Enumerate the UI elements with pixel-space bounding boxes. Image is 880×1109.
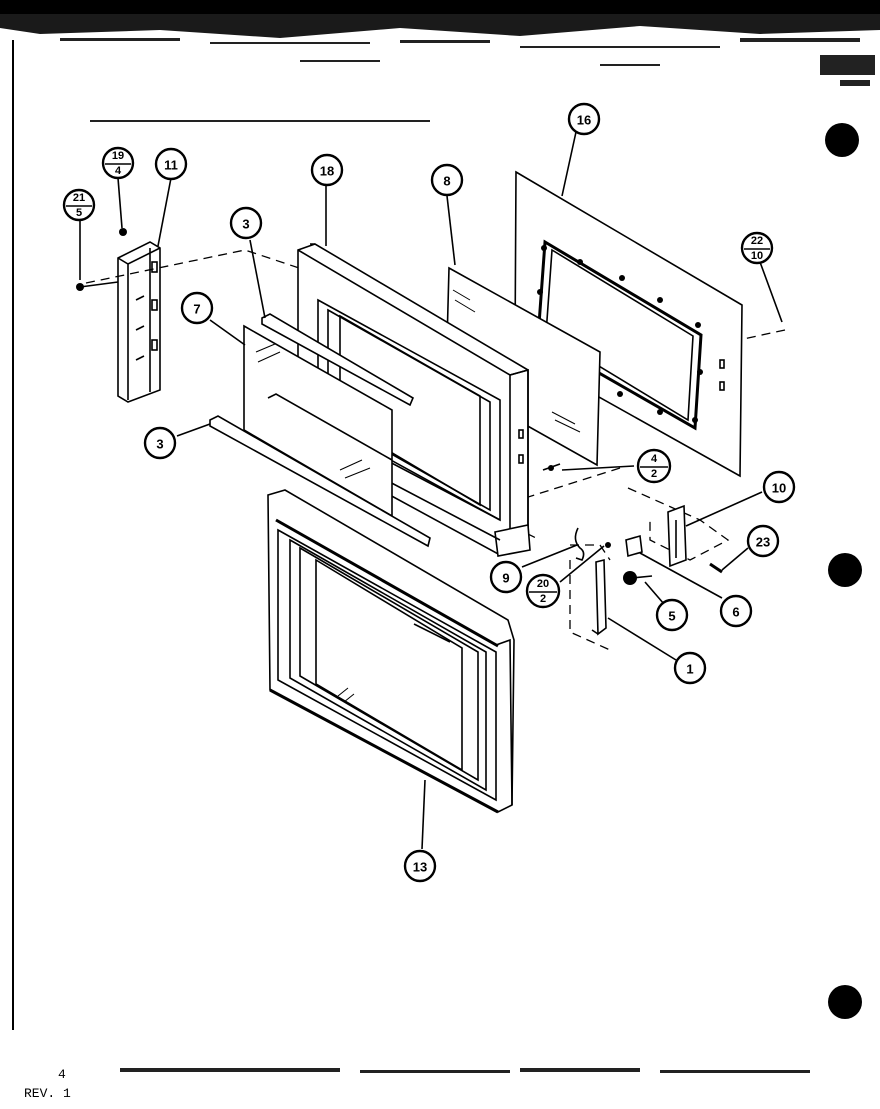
callout-1: 1 bbox=[673, 651, 707, 685]
callout-19-4: 19 4 bbox=[101, 146, 135, 180]
scan-noise-top bbox=[0, 0, 880, 122]
callout-label: 16 bbox=[577, 113, 591, 128]
binder-hole bbox=[828, 985, 862, 1019]
callout-denominator: 10 bbox=[751, 250, 763, 262]
callout-denominator: 5 bbox=[76, 207, 82, 219]
callout-numerator: 20 bbox=[537, 578, 549, 590]
callout-label: 3 bbox=[242, 217, 249, 232]
callout-denominator: 2 bbox=[651, 468, 657, 480]
callout-20-2: 20 2 bbox=[525, 573, 561, 609]
channel-part-3-lower bbox=[209, 415, 431, 548]
revision-label: REV. 1 bbox=[24, 1086, 71, 1101]
scan-noise-bottom bbox=[120, 1068, 810, 1073]
callout-8: 8 bbox=[430, 163, 464, 197]
callout-numerator: 4 bbox=[651, 453, 658, 465]
callout-22-10: 22 10 bbox=[740, 231, 774, 265]
callout-label: 7 bbox=[193, 302, 200, 317]
callout-label: 9 bbox=[502, 571, 509, 586]
callout-16: 16 bbox=[567, 102, 601, 136]
callout-5: 5 bbox=[655, 598, 689, 632]
callout-7: 7 bbox=[180, 291, 214, 325]
callout-denominator: 2 bbox=[540, 593, 546, 605]
callout-label: 5 bbox=[668, 609, 675, 624]
outer-frame-part-13 bbox=[267, 489, 515, 814]
callout-label: 11 bbox=[164, 158, 178, 173]
callout-label: 23 bbox=[756, 535, 770, 550]
callout-6: 6 bbox=[719, 594, 753, 628]
callout-numerator: 21 bbox=[73, 192, 85, 204]
callout-numerator: 22 bbox=[751, 235, 763, 247]
callout-label: 6 bbox=[732, 605, 739, 620]
callout-18: 18 bbox=[310, 153, 344, 187]
callout-label: 1 bbox=[686, 662, 693, 677]
callout-3-lower: 3 bbox=[143, 426, 177, 460]
callout-10: 10 bbox=[762, 470, 796, 504]
callout-label: 18 bbox=[320, 164, 334, 179]
callout-label: 10 bbox=[772, 481, 786, 496]
callout-23: 23 bbox=[746, 524, 780, 558]
binder-hole bbox=[828, 553, 862, 587]
callout-label: 3 bbox=[156, 437, 163, 452]
callout-numerator: 19 bbox=[112, 150, 124, 162]
channel-part-3-upper bbox=[261, 313, 415, 407]
callout-label: 13 bbox=[413, 860, 427, 875]
hinge-hardware bbox=[574, 504, 723, 636]
leader-lines bbox=[79, 131, 783, 850]
binder-hole bbox=[825, 123, 859, 157]
page-number: 4 bbox=[58, 1067, 66, 1082]
hinge-bracket-part-11 bbox=[76, 228, 161, 403]
callout-denominator: 4 bbox=[115, 165, 122, 177]
outer-panel-part-16 bbox=[514, 170, 743, 478]
callout-13: 13 bbox=[403, 849, 437, 883]
callout-label: 8 bbox=[443, 174, 450, 189]
callout-3-upper: 3 bbox=[229, 206, 263, 240]
callout-21-5: 21 5 bbox=[62, 188, 96, 222]
callout-4-2: 4 2 bbox=[636, 448, 672, 484]
callout-11: 11 bbox=[154, 147, 188, 181]
callout-9: 9 bbox=[489, 560, 523, 594]
